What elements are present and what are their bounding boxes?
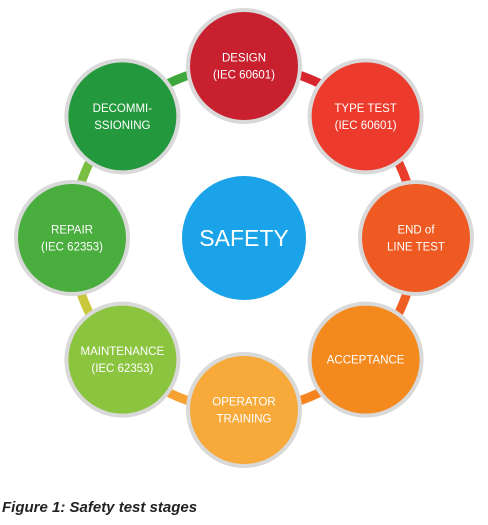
- stage-node-type-test: TYPE TEST (IEC 60601): [307, 58, 424, 175]
- stage-node-circle: [362, 184, 470, 292]
- stage-node-design: DESIGN (IEC 60601): [186, 8, 302, 124]
- stage-node-maintenance: MAINTENANCE (IEC 62353): [64, 301, 181, 418]
- stage-node-repair: REPAIR (IEC 62353): [14, 180, 130, 296]
- stage-node-decommissioning: DECOMMI- SSIONING: [64, 58, 181, 175]
- cycle-diagram: SAFETY DESIGN (IEC 60601) TYPE TEST (IEC 60…: [14, 8, 474, 468]
- stage-label-line: DESIGN: [222, 53, 266, 65]
- stage-label-line: (IEC 62353): [91, 363, 153, 375]
- stage-label-line: (IEC 60601): [213, 70, 275, 82]
- stage-node-circle: [68, 62, 177, 171]
- stage-label-line: (IEC 62353): [41, 242, 103, 254]
- stage-node-circle: [311, 305, 420, 414]
- stage-label-line: LINE TEST: [387, 242, 445, 254]
- stage-nodes: DESIGN (IEC 60601) TYPE TEST (IEC 60601) END…: [14, 8, 474, 468]
- stage-label-line: (IEC 60601): [335, 120, 397, 132]
- stage-label-line: OPERATOR: [212, 397, 275, 409]
- stage-node-operator-training: OPERATOR TRAINING: [186, 352, 302, 468]
- center-label: SAFETY: [199, 225, 288, 251]
- stage-label-line: DECOMMI-: [93, 103, 153, 115]
- stage-label-line: SSIONING: [94, 120, 150, 132]
- stage-node-end-of-line-test: END of LINE TEST: [358, 180, 474, 296]
- stage-node-circle: [190, 12, 298, 120]
- stage-label-line: TYPE TEST: [334, 103, 396, 115]
- stage-label-line: END of: [397, 225, 435, 237]
- stage-node-acceptance: ACCEPTANCE: [307, 301, 424, 418]
- figure-caption: Figure 1: Safety test stages: [2, 499, 198, 516]
- stage-node-circle: [18, 184, 126, 292]
- stage-label-line: ACCEPTANCE: [327, 355, 405, 367]
- center-circle: [182, 176, 306, 300]
- center-node: SAFETY: [182, 176, 306, 300]
- stage-node-circle: [190, 356, 298, 464]
- stage-label-line: TRAINING: [217, 414, 272, 426]
- stage-label-line: REPAIR: [51, 225, 93, 237]
- stage-label-line: MAINTENANCE: [81, 346, 165, 358]
- stage-node-circle: [311, 62, 420, 171]
- stage-node-circle: [68, 305, 177, 414]
